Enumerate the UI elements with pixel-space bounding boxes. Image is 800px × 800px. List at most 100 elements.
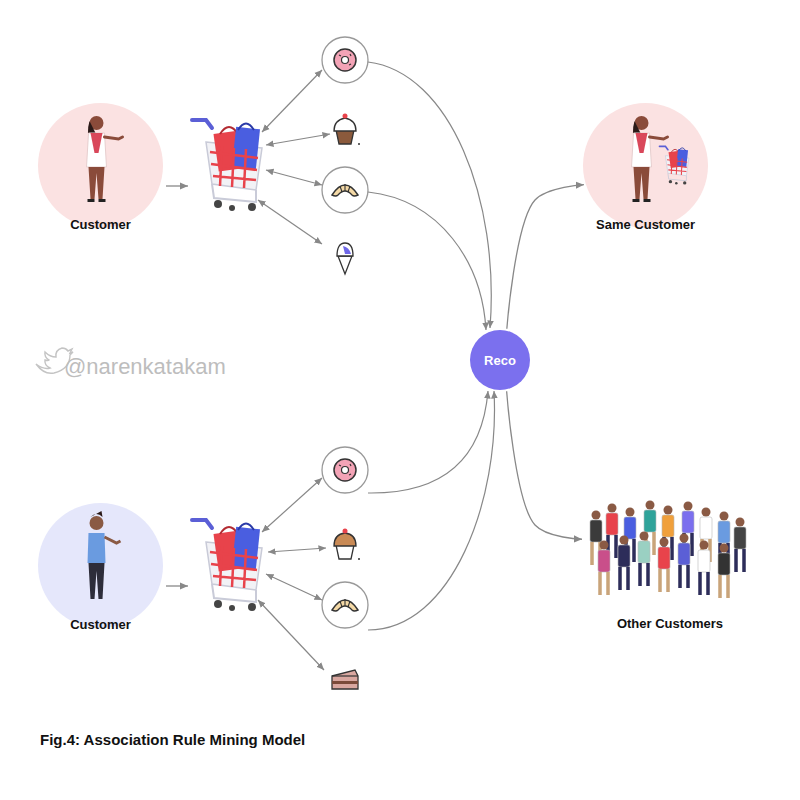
node-label: Customer <box>70 617 131 632</box>
donut-item <box>322 447 368 493</box>
item-arrow <box>262 70 322 132</box>
crowd-figure <box>660 569 668 592</box>
croissant-item <box>332 600 358 611</box>
person-figure <box>38 103 163 228</box>
crowd-figure <box>700 572 708 595</box>
illustration <box>192 120 262 211</box>
item-arrow <box>266 170 322 185</box>
donut-item <box>334 459 356 481</box>
crowd-figure <box>644 510 656 532</box>
crowd-figure <box>700 517 712 539</box>
person-figure <box>632 116 689 202</box>
icecream-item <box>337 243 353 256</box>
crowd-figure <box>702 508 711 517</box>
crowd-figure <box>608 504 617 513</box>
person-figure <box>660 146 689 184</box>
crowd-figure <box>720 544 729 553</box>
node-label: Other Customers <box>617 616 723 631</box>
person-figure <box>91 511 103 517</box>
crowd-figure <box>626 508 635 517</box>
crowd-figure <box>718 544 730 599</box>
crowd-figure <box>658 538 670 593</box>
crowd-figure <box>736 549 744 572</box>
donut-item <box>322 447 368 493</box>
crowd-figure <box>620 536 629 545</box>
item-arrow <box>258 600 324 670</box>
person-figure <box>90 516 104 530</box>
cupcake-item <box>358 143 360 145</box>
crowd-figure <box>600 541 609 550</box>
cake-item <box>332 675 358 676</box>
person-figure <box>88 511 121 599</box>
flow-arrow <box>166 585 188 586</box>
cupcake-item <box>336 130 354 144</box>
crowd-figure <box>640 532 649 541</box>
crowd-group: Other Customers <box>582 498 758 634</box>
customer-circle: Customer <box>38 103 163 228</box>
crowd-figure <box>660 538 669 547</box>
croissant-item <box>340 599 350 607</box>
person-figure <box>583 103 708 228</box>
crowd-figure <box>618 545 630 567</box>
item-arrow <box>266 574 322 600</box>
cake-item <box>332 670 358 689</box>
crowd-figure <box>598 550 610 572</box>
crowd-figure <box>598 541 610 596</box>
donut-item <box>322 37 368 83</box>
muffin-item <box>336 545 354 559</box>
cake-item <box>332 670 358 689</box>
connector <box>507 391 582 539</box>
muffin-item <box>358 558 360 560</box>
node-label: Same Customer <box>596 217 695 232</box>
donut-item <box>339 464 351 475</box>
reco-arrow <box>368 391 488 493</box>
crowd-figure <box>720 575 728 598</box>
croissant-item <box>322 167 368 213</box>
crowd-figure <box>592 511 601 520</box>
crowd-figure <box>662 515 674 537</box>
crowd-figure <box>718 553 730 575</box>
crowd-figure <box>600 572 608 595</box>
crowd-figure <box>718 521 730 543</box>
item-arrow <box>268 548 326 552</box>
item-arrow <box>266 134 330 145</box>
icecream-item <box>337 243 353 274</box>
item-arrow <box>262 478 322 532</box>
crowd-figure <box>678 534 690 589</box>
croissant-item <box>322 582 368 628</box>
crowd-figure <box>618 536 630 591</box>
crowd-figure <box>680 565 688 588</box>
person-figure <box>87 116 123 202</box>
donut-item <box>339 54 351 65</box>
customer-circle: Same Customer <box>583 103 708 228</box>
icecream-item <box>343 246 351 254</box>
donut-item <box>342 467 349 474</box>
crowd-figure <box>698 541 710 596</box>
crowd-figure <box>590 501 746 599</box>
connector <box>507 185 584 329</box>
cupcake-item <box>334 114 360 146</box>
crowd-figure <box>734 527 746 549</box>
croissant-item <box>340 184 350 192</box>
croissant-item <box>332 185 358 196</box>
crowd-figure <box>624 517 636 539</box>
crowd-figure <box>640 563 648 586</box>
crowd-figure <box>620 567 628 590</box>
customer-circle: Customer <box>38 503 163 628</box>
cupcake-item <box>343 114 348 119</box>
reco-circle: Reco <box>470 330 530 390</box>
illustration <box>192 520 262 611</box>
muffin-item <box>343 529 348 534</box>
watermark: @narenkatakam <box>64 354 226 380</box>
crowd-figure <box>680 534 689 543</box>
crowd-figure <box>698 550 710 572</box>
item-arrow <box>258 200 322 244</box>
crowd-figure <box>682 511 694 533</box>
flow-arrow <box>166 185 188 186</box>
muffin-item <box>334 529 360 561</box>
crowd-figure <box>734 518 746 573</box>
donut-item <box>342 57 349 64</box>
cupcake-item <box>334 118 356 131</box>
node-text: Reco <box>484 353 516 368</box>
